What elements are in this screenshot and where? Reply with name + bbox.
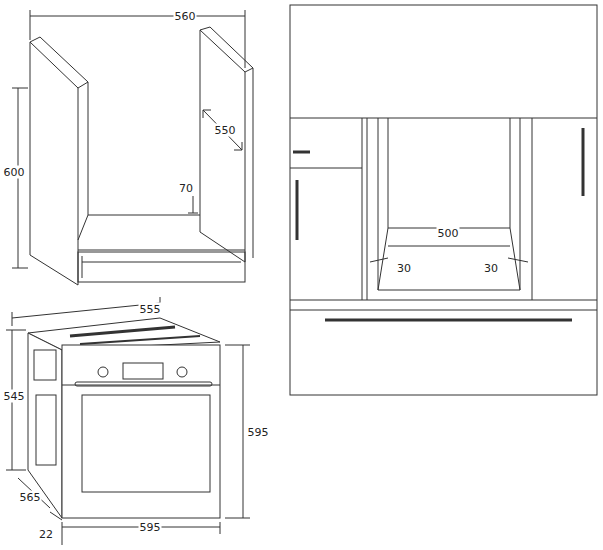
- dimension-label: 500: [437, 227, 460, 240]
- dimension-label: 600: [3, 166, 26, 179]
- dimension-label: 560: [174, 10, 197, 23]
- cabinet-drawing: [12, 10, 253, 285]
- dimension-label: 550: [214, 124, 237, 137]
- oven-drawing: [6, 297, 250, 545]
- dimension-label: 595: [247, 426, 270, 439]
- dimension-label: 70: [178, 182, 194, 195]
- dimension-label: 22: [38, 528, 54, 541]
- dimension-label: 565: [19, 491, 42, 504]
- dimension-label: 545: [3, 390, 26, 403]
- dimension-label: 30: [483, 262, 499, 275]
- niche-drawing: [290, 5, 597, 395]
- dimension-label: 30: [396, 262, 412, 275]
- dimension-label: 555: [139, 303, 162, 316]
- dimension-label: 595: [139, 521, 162, 534]
